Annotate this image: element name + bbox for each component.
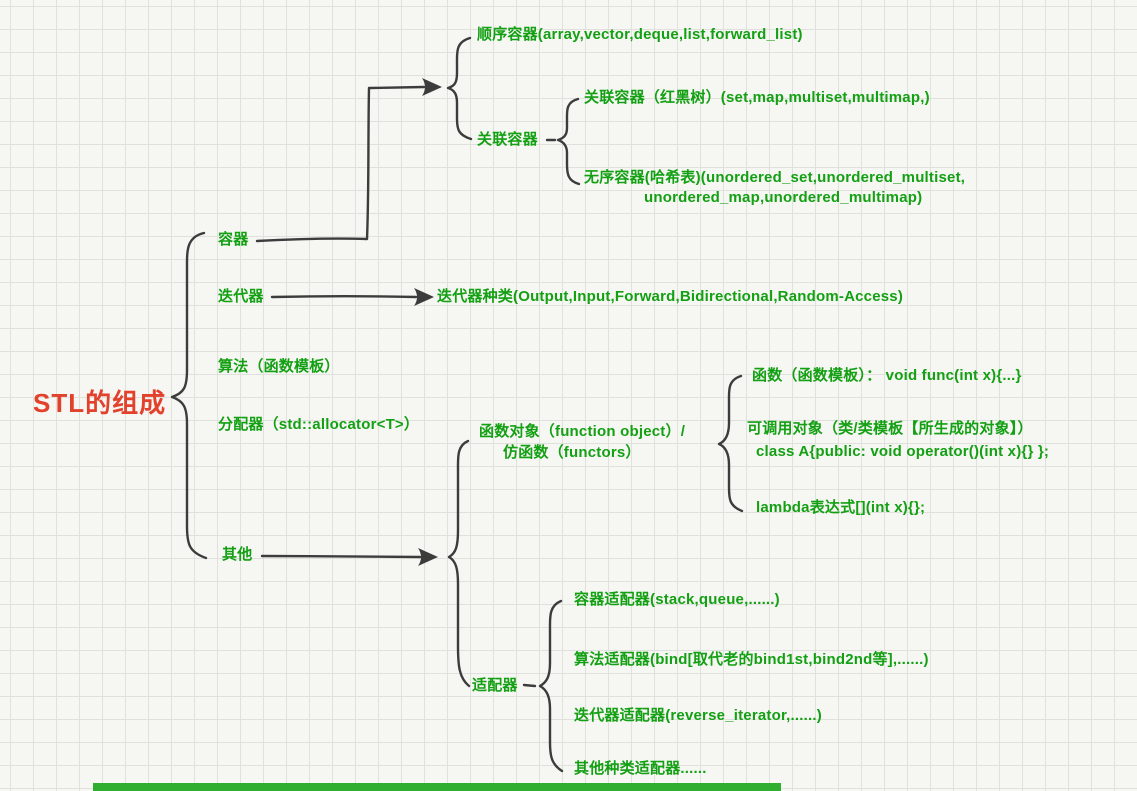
node-function-template: 函数（函数模板）： void func(int x){...} [752, 367, 1022, 384]
node-unordered-line2: unordered_map,unordered_multimap) [644, 189, 923, 206]
line-containers [255, 85, 426, 243]
node-iterator-kinds: 迭代器种类(Output,Input,Forward,Bidirectional… [437, 288, 904, 305]
node-functor-line2: 仿函数（functors） [503, 444, 641, 461]
line-adapter [522, 683, 537, 688]
brace-others [447, 439, 471, 688]
arrowhead-containers [422, 78, 442, 96]
node-containers: 容器 [218, 231, 249, 248]
node-lambda: lambda表达式[](int x){}; [756, 499, 926, 516]
arrowhead-others [418, 548, 438, 566]
node-allocators: 分配器（std::allocator<T>） [218, 416, 420, 433]
line-iterators [270, 295, 418, 299]
node-sequence-containers: 顺序容器(array,vector,deque,list,forward_lis… [477, 26, 803, 43]
node-adapter-iterator: 迭代器适配器(reverse_iterator,......) [574, 707, 822, 724]
brace-root [170, 231, 208, 560]
brace-functor [717, 374, 744, 513]
line-others [260, 554, 422, 559]
node-callable-line1: 可调用对象（类/类模板【所生成的对象】） [747, 420, 1033, 437]
node-iterators: 迭代器 [218, 288, 264, 305]
node-associative-group: 关联容器 [477, 131, 538, 148]
arrowhead-iterators [414, 288, 434, 306]
node-adapter: 适配器 [472, 677, 518, 694]
bottom-green-strip [93, 783, 781, 791]
brace-containers [446, 36, 473, 141]
node-functor-line1: 函数对象（function object）/ [479, 423, 686, 440]
node-associative-rbtree: 关联容器（红黑树）(set,map,multiset,multimap,) [584, 89, 930, 106]
node-algorithms: 算法（函数模板） [218, 358, 340, 375]
node-adapter-container: 容器适配器(stack,queue,......) [574, 591, 780, 608]
root-node-stl: STL的组成 [33, 388, 167, 418]
brace-adapter [538, 599, 564, 773]
node-callable-line2: class A{public: void operator()(int x){}… [756, 443, 1050, 460]
node-adapter-other: 其他种类适配器...... [574, 760, 707, 777]
brace-associative [556, 97, 581, 186]
node-adapter-algorithm: 算法适配器(bind[取代老的bind1st,bind2nd等],......) [574, 651, 929, 668]
node-unordered-line1: 无序容器(哈希表)(unordered_set,unordered_multis… [584, 169, 966, 186]
node-others: 其他 [222, 546, 253, 563]
